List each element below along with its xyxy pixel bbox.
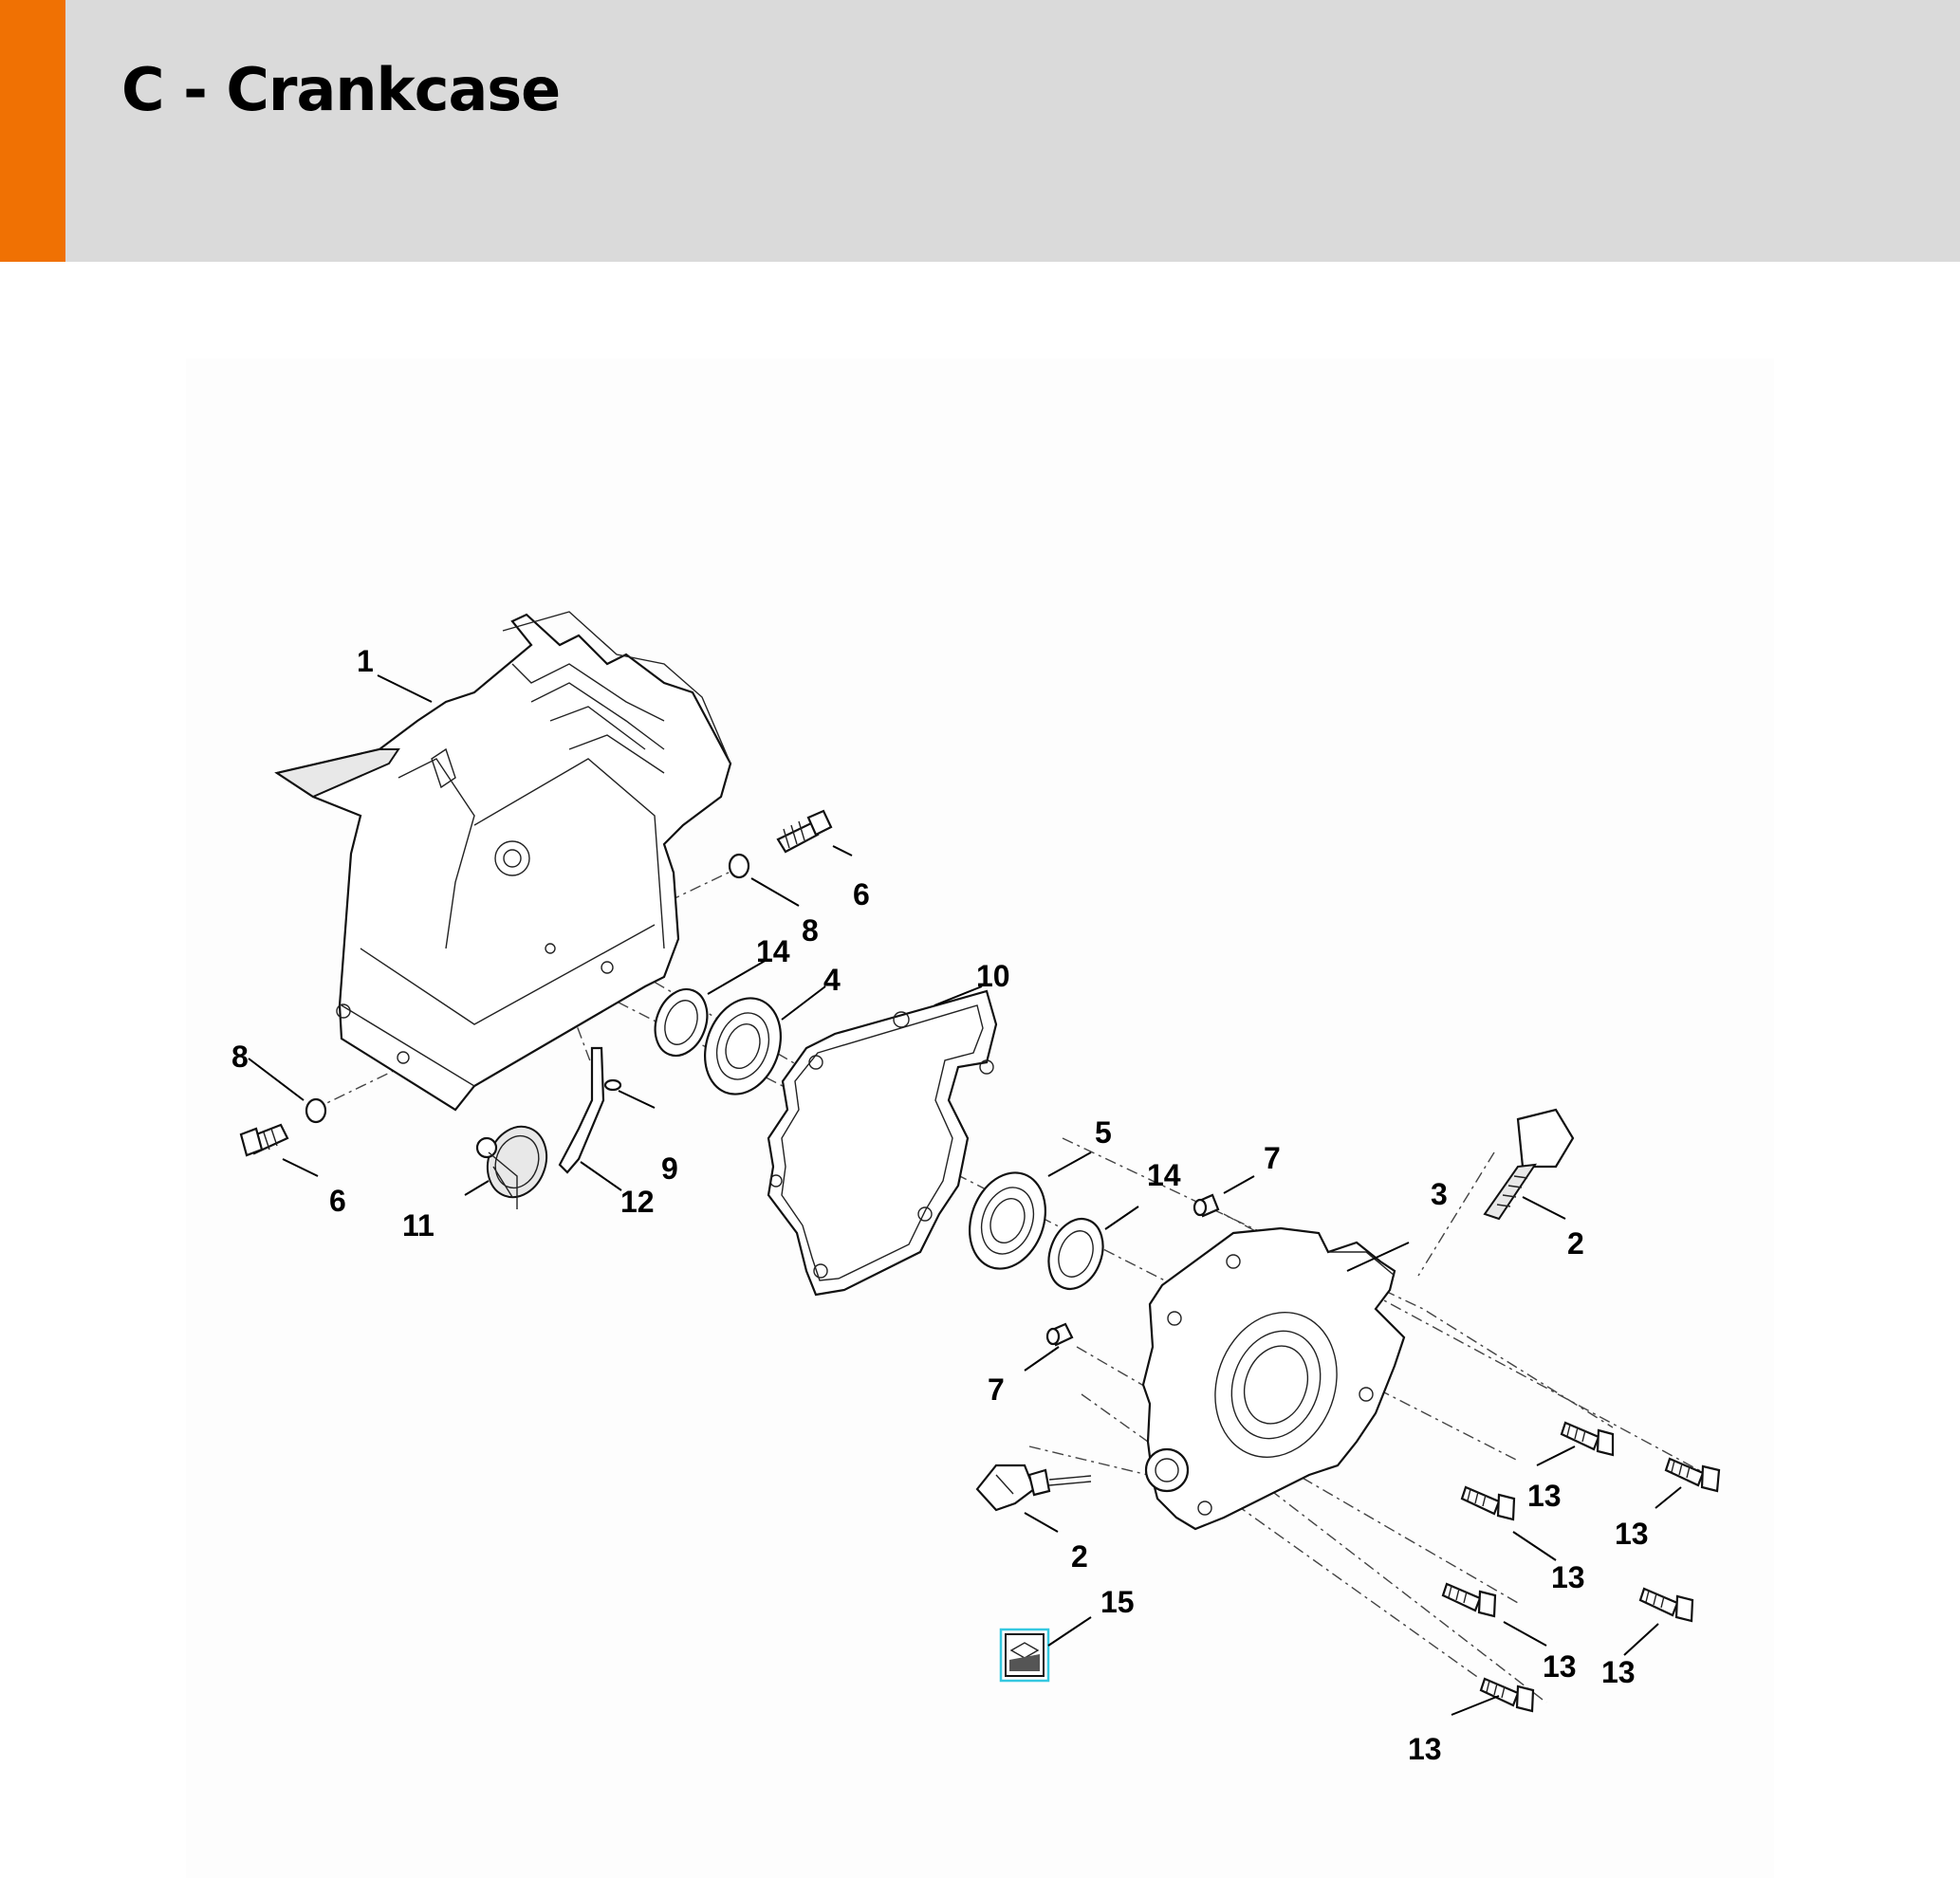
ball-bearing-4[interactable] [693, 987, 794, 1105]
callout-9: 9 [661, 1151, 678, 1186]
governor-gear-11[interactable] [475, 1118, 556, 1209]
dowel-pin-7-lower[interactable] [1045, 1322, 1074, 1347]
callout-3: 3 [1431, 1177, 1448, 1211]
o-ring-9[interactable] [603, 1078, 622, 1092]
callout-11: 11 [402, 1208, 435, 1243]
header-bar [0, 0, 1960, 262]
page-title: C - Crankcase [121, 55, 561, 124]
callout-6-upper: 6 [853, 877, 870, 911]
callout-13-e: 13 [1601, 1655, 1636, 1689]
callout-4: 4 [823, 963, 841, 997]
leader-lines [248, 674, 1682, 1716]
bolt-13-e[interactable] [1638, 1587, 1694, 1623]
oil-dipper-12[interactable] [558, 1046, 605, 1174]
callout-8-upper: 8 [802, 913, 819, 948]
bolt-13-d[interactable] [1441, 1582, 1497, 1618]
crankcase-block[interactable] [274, 611, 732, 1112]
callout-13-b: 13 [1615, 1517, 1649, 1551]
callout-labels: 1 6 8 14 4 10 8 9 6 12 11 5 7 14 3 2 7 1… [231, 644, 1649, 1766]
callout-13-c: 13 [1551, 1560, 1585, 1594]
gasket-10[interactable] [767, 989, 998, 1297]
screw-6-upper[interactable] [776, 809, 833, 854]
ball-bearing-5[interactable] [957, 1162, 1059, 1280]
oil-dipstick-2-upper[interactable] [1483, 1108, 1575, 1221]
bolt-13-f[interactable] [1479, 1677, 1535, 1713]
accent-stripe [0, 0, 65, 262]
screw-6-lower[interactable] [239, 1123, 289, 1157]
oil-seal-14-lower[interactable] [1040, 1211, 1113, 1297]
oil-seal-14-upper[interactable] [646, 982, 715, 1062]
washer-8-upper[interactable] [728, 853, 750, 879]
washer-8-lower[interactable] [305, 1097, 327, 1124]
callout-7-upper: 7 [1264, 1141, 1281, 1175]
callout-1: 1 [357, 644, 374, 678]
service-package-icon[interactable] [999, 1628, 1050, 1683]
callout-13-a: 13 [1527, 1479, 1562, 1513]
bolt-13-a[interactable] [1560, 1421, 1615, 1457]
callout-14-upper: 14 [756, 934, 790, 968]
callout-6-lower: 6 [329, 1184, 346, 1218]
callout-14-lower: 14 [1147, 1158, 1181, 1192]
dowel-pin-7-upper[interactable] [1193, 1193, 1220, 1218]
bolt-13-c[interactable] [1460, 1485, 1516, 1521]
callout-8-lower: 8 [231, 1040, 249, 1074]
callout-13-f: 13 [1408, 1732, 1442, 1766]
bolt-13-b[interactable] [1664, 1457, 1721, 1493]
callout-2-lower: 2 [1071, 1539, 1088, 1574]
callout-7-lower: 7 [988, 1372, 1005, 1407]
callout-12: 12 [620, 1185, 655, 1219]
oil-drain-plug-2-lower[interactable] [975, 1464, 1092, 1512]
crankcase-cover-3[interactable] [1141, 1226, 1406, 1531]
callout-10: 10 [976, 959, 1010, 993]
callout-13-d: 13 [1543, 1649, 1577, 1684]
callout-2-upper: 2 [1567, 1226, 1584, 1261]
callout-15: 15 [1100, 1585, 1135, 1619]
callout-5: 5 [1095, 1115, 1112, 1150]
